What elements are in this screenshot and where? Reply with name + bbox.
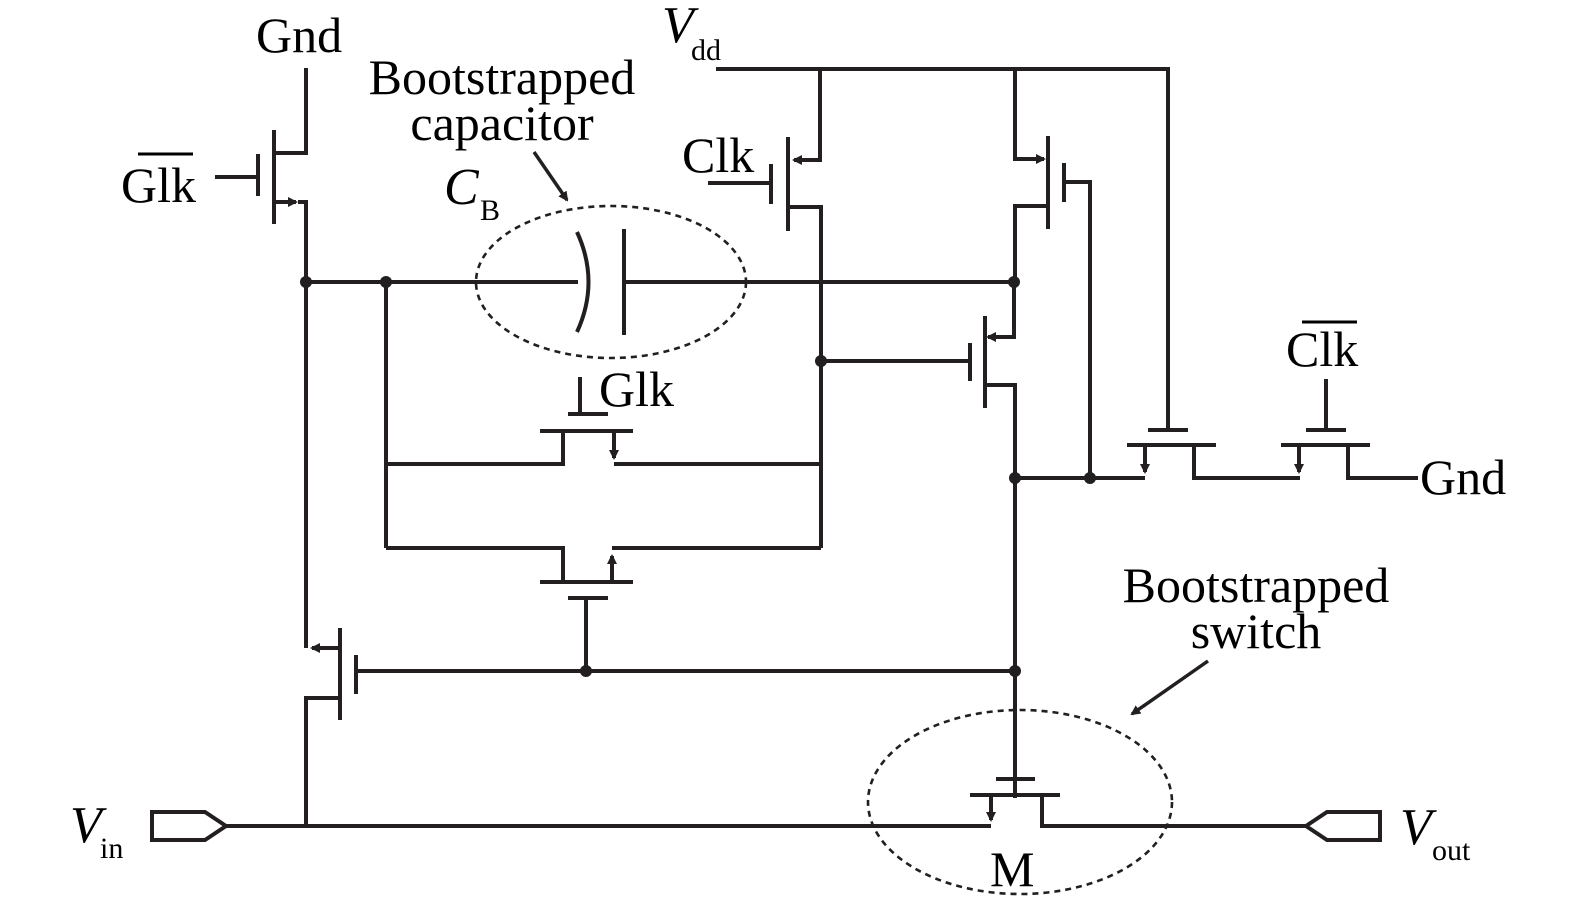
transistor-m-label: M: [990, 841, 1034, 897]
clk-bar-left-label: Glk: [121, 152, 196, 213]
transistor-m: [866, 708, 1306, 896]
clk-bar-right-label: Clk: [1286, 320, 1358, 377]
source-wire: [304, 696, 340, 826]
annotation-arrow: [532, 151, 569, 202]
svg-text:dd: dd: [691, 34, 721, 67]
switch-highlight-ellipse: [866, 708, 1174, 896]
transistor-t1: [215, 68, 308, 282]
vdd-label: V dd: [662, 0, 721, 67]
gate-wire: [1064, 180, 1092, 478]
source-wire: [298, 200, 308, 282]
svg-text:Bootstrapped: Bootstrapped: [1123, 557, 1390, 613]
gnd-wire: [1346, 445, 1418, 480]
capacitor-cb: [474, 204, 748, 360]
drain-wire: [1013, 204, 1048, 282]
source-wire: [1192, 445, 1300, 480]
svg-text:out: out: [1432, 834, 1471, 867]
drain-wire: [985, 383, 1017, 798]
transistor-t2: [708, 69, 823, 548]
svg-text:in: in: [100, 832, 123, 865]
source-wire: [1013, 69, 1030, 161]
annotation-arrow: [1130, 659, 1210, 716]
svg-text:C: C: [444, 159, 480, 216]
transistor-t3: [1013, 69, 1092, 478]
drain-wire: [788, 205, 823, 548]
drain-wire: [386, 431, 565, 466]
transistor-t7: [304, 282, 1015, 826]
capacitor-highlight-ellipse: [474, 204, 748, 360]
bootstrapped-switch-annotation: Bootstrapped switch: [1123, 557, 1390, 716]
svg-text:Glk: Glk: [121, 157, 196, 213]
gnd-right-label: Gnd: [1420, 449, 1506, 505]
drain-wire: [276, 68, 308, 155]
transistor-t4: [821, 282, 1017, 798]
svg-text:B: B: [480, 194, 500, 227]
vout-label: V out: [1400, 799, 1471, 867]
source-wire: [806, 69, 822, 162]
clk-top-label: Clk: [682, 127, 754, 183]
vin-port: [150, 810, 230, 842]
drain-wire: [386, 546, 565, 582]
clk-mid-label: Glk: [599, 361, 674, 417]
svg-text:Clk: Clk: [1286, 321, 1358, 377]
vdd-rail: [716, 67, 1170, 430]
gnd-top-label: Gnd: [256, 7, 342, 63]
source-wire: [1000, 282, 1016, 339]
svg-text:V: V: [662, 0, 699, 54]
svg-text:V: V: [70, 797, 107, 854]
svg-text:switch: switch: [1191, 603, 1322, 659]
transistor-t8: [1015, 428, 1300, 480]
curved-plate: [575, 231, 591, 333]
transistor-t5: [386, 377, 821, 466]
svg-text:V: V: [1400, 799, 1437, 856]
bootstrapped-capacitor-annotation: Bootstrapped capacitor: [369, 49, 636, 202]
vout-port: [1302, 810, 1382, 842]
vin-label: V in: [70, 797, 123, 865]
cb-label: C B: [444, 159, 500, 227]
svg-text:capacitor: capacitor: [410, 95, 594, 151]
transistor-t9: [1281, 379, 1418, 480]
transistor-t6: [386, 546, 821, 671]
svg-text:Bootstrapped: Bootstrapped: [369, 49, 636, 105]
